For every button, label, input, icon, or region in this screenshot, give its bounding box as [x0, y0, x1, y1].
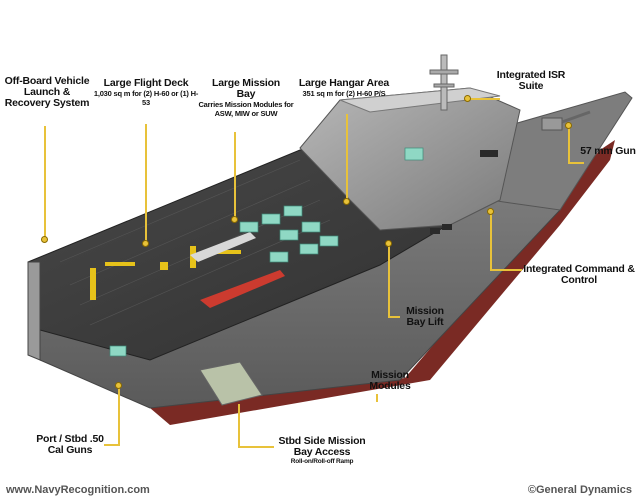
leader-gun-v	[568, 126, 570, 164]
leader-stbd-v	[238, 404, 240, 448]
bridge-windows	[430, 150, 498, 234]
mast-crossbar	[429, 69, 459, 75]
label-stbd-title: Stbd Side Mission Bay Access	[278, 435, 366, 458]
leader-isr-dot	[464, 95, 471, 102]
label-offboard-system: Off-Board Vehicle Launch & Recovery Syst…	[4, 76, 90, 109]
label-isr-title: Integrated ISR Suite	[496, 69, 566, 92]
leader-icc-dot	[487, 208, 494, 215]
label-mission-modules: Mission Modules	[360, 370, 420, 392]
leader-missionbay-dot	[231, 216, 238, 223]
label-stbd-sub: Roll-on/Roll-off Ramp	[290, 458, 354, 465]
label-hangar-sub: 351 sq m for (2) H-60 P/S	[302, 89, 386, 98]
leader-lift-h	[388, 316, 400, 318]
leader-gun-h	[568, 162, 584, 164]
leader-calguns-h	[104, 444, 120, 446]
mission-containers	[109, 147, 424, 357]
leader-offboard	[44, 126, 46, 238]
leader-flightdeck	[145, 124, 147, 242]
label-icc-title: Integrated Command & Control	[523, 263, 635, 286]
leader-calguns-dot	[115, 382, 122, 389]
label-mission-bay-lift: Mission Bay Lift	[398, 306, 452, 328]
interior-boat-1	[200, 270, 285, 308]
label-hangar: Large Hangar Area 351 sq m for (2) H-60 …	[292, 77, 396, 99]
label-calguns-title: Port / Stbd .50 Cal Guns	[36, 433, 104, 456]
footer-website: www.NavyRecognition.com	[6, 484, 150, 496]
leader-flightdeck-dot	[142, 240, 149, 247]
leader-isr-h	[468, 98, 500, 100]
transom	[27, 261, 41, 361]
label-lift-title: Mission Bay Lift	[406, 305, 444, 328]
label-isr-suite: Integrated ISR Suite	[496, 70, 566, 92]
leader-missionbay	[234, 132, 236, 218]
leader-gun-dot	[565, 122, 572, 129]
leader-icc-h	[490, 269, 522, 271]
label-flight-deck-title: Large Flight Deck	[103, 77, 189, 89]
leader-hangar-dot	[343, 198, 350, 205]
leader-offboard-dot	[41, 236, 48, 243]
gun-turret	[541, 117, 563, 131]
label-cal-guns: Port / Stbd .50 Cal Guns	[30, 434, 110, 456]
leader-lift-dot	[385, 240, 392, 247]
label-mission-bay-title: Large Mission Bay	[212, 77, 280, 100]
label-57mm-gun: 57 mm Gun	[580, 146, 636, 157]
leader-icc-v	[490, 212, 492, 270]
superstructure-roof	[339, 87, 501, 113]
label-modules-title: Mission Modules	[369, 369, 411, 392]
label-gun-title: 57 mm Gun	[580, 145, 636, 157]
label-flight-deck-sub: 1,030 sq m for (2) H-60 or (1) H-53	[93, 89, 199, 107]
roll-on-ramp	[199, 361, 263, 406]
label-flight-deck: Large Flight Deck 1,030 sq m for (2) H-6…	[92, 77, 200, 108]
mast-crossbar-2	[433, 83, 455, 88]
footer-copyright: ©General Dynamics	[527, 484, 632, 496]
leader-hangar	[346, 114, 348, 200]
leader-stbd-h	[238, 446, 274, 448]
leader-lift-v	[388, 244, 390, 318]
label-hangar-title: Large Hangar Area	[298, 77, 390, 89]
leader-calguns-v	[118, 386, 120, 446]
gun-barrel	[561, 110, 591, 124]
label-command-control: Integrated Command & Control	[520, 264, 638, 286]
interior-boat-2	[190, 232, 256, 262]
label-stbd-access: Stbd Side Mission Bay Access Roll-on/Rol…	[272, 436, 372, 466]
mast	[440, 54, 448, 111]
label-mission-bay-sub: Carries Mission Modules for ASW, MIW or …	[198, 100, 294, 118]
leader-modules	[376, 394, 378, 402]
label-mission-bay: Large Mission Bay Carries Mission Module…	[196, 77, 296, 119]
label-offboard-title: Off-Board Vehicle Launch & Recovery Syst…	[4, 75, 90, 109]
